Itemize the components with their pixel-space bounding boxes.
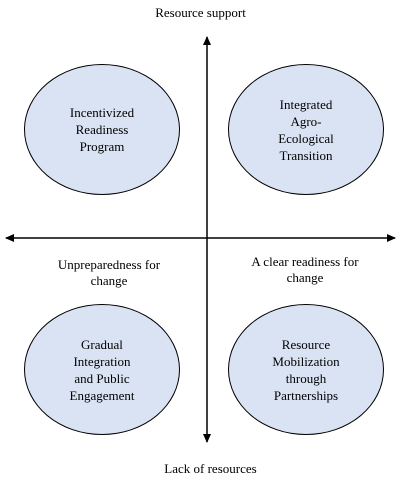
quadrant-bottom-right-ellipse: Resource Mobilization through Partnershi… [228, 304, 384, 435]
quadrant-top-left-ellipse: Incentivized Readiness Program [24, 64, 180, 195]
quadrant-top-right-label: Integrated Agro- Ecological Transition [278, 96, 334, 163]
quadrant-bottom-left-label: Gradual Integration and Public Engagemen… [69, 336, 135, 403]
quadrant-bottom-right-label: Resource Mobilization through Partnershi… [272, 336, 340, 403]
axis-label-top: Resource support [155, 5, 246, 20]
quadrant-bottom-left-ellipse: Gradual Integration and Public Engagemen… [24, 304, 180, 435]
axis-label-bottom: Lack of resources [164, 461, 257, 476]
quadrant-top-left-label: Incentivized Readiness Program [69, 105, 135, 154]
axis-label-left: Unpreparedness for change [57, 257, 161, 288]
quadrant-top-right-ellipse: Integrated Agro- Ecological Transition [228, 64, 384, 195]
axis-label-right: A clear readiness for change [251, 254, 359, 285]
